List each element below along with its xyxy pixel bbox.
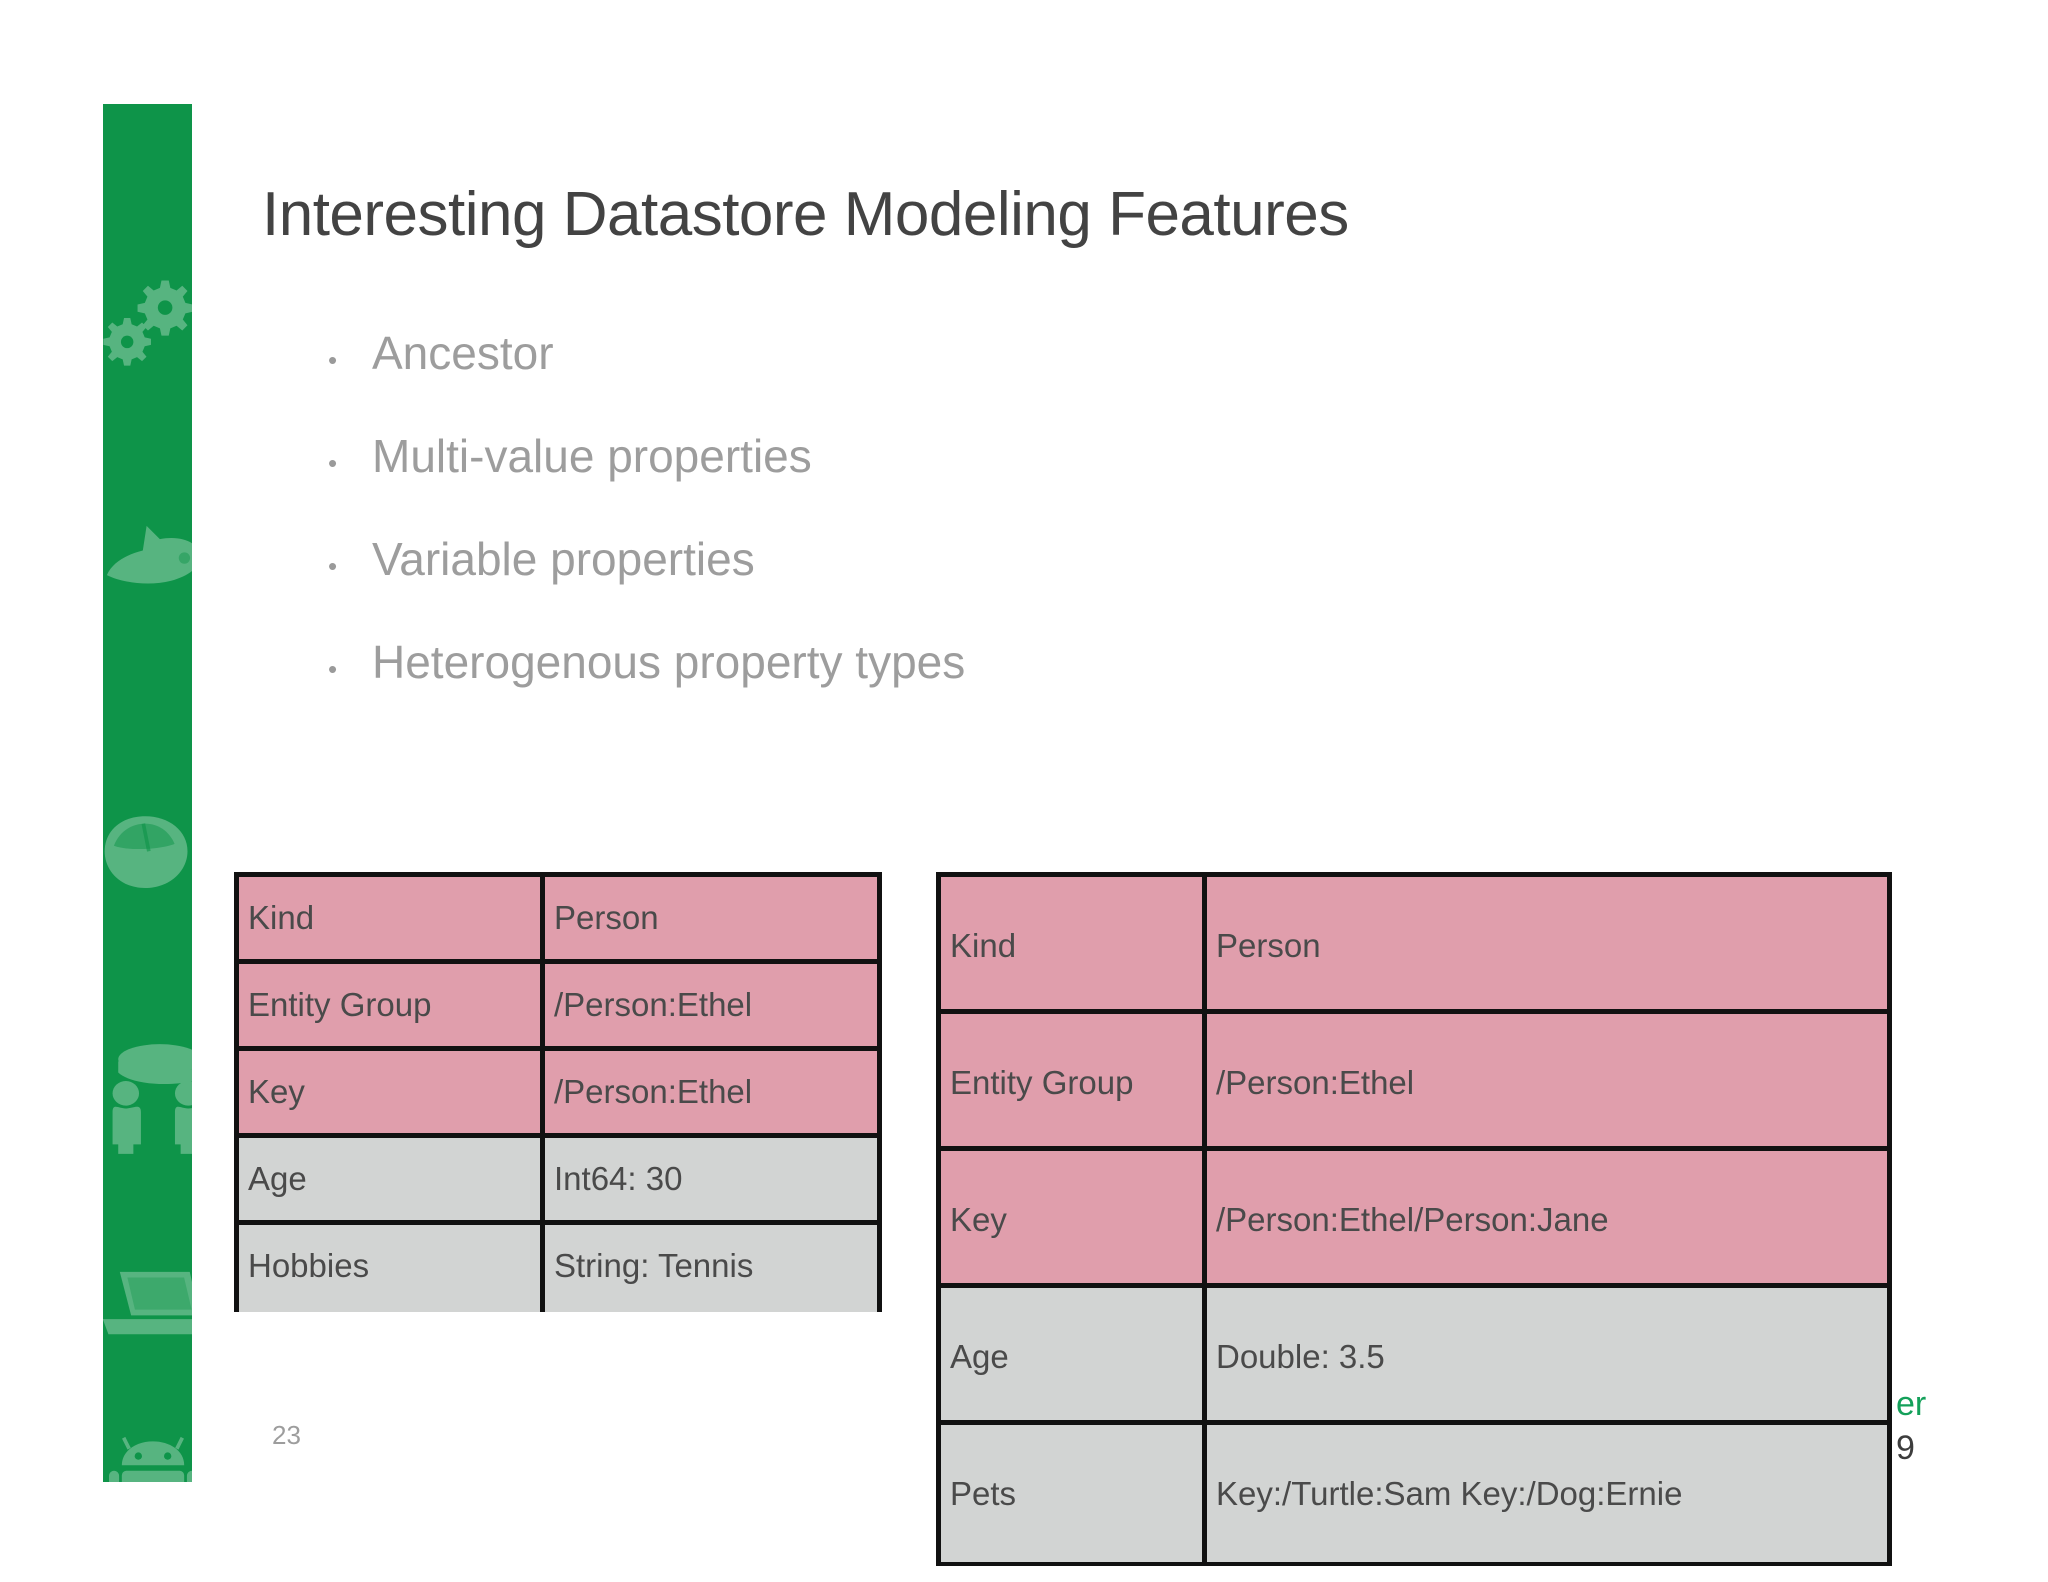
table-cell-key: Age [239, 1138, 545, 1220]
table-cell-value: /Person:Ethel [1207, 1014, 1887, 1146]
bullet-label: Variable properties [372, 533, 755, 585]
table-row: Age Int64: 30 [239, 1138, 877, 1225]
table-cell-value: /Person:Ethel/Person:Jane [1207, 1151, 1887, 1283]
table-row: Key /Person:Ethel [239, 1051, 877, 1138]
bullet-label: Heterogenous property types [372, 636, 966, 688]
table-cell-value: /Person:Ethel [545, 964, 877, 1046]
android-robot-icon [109, 1436, 192, 1482]
entity-table-right: Kind Person Entity Group /Person:Ethel K… [936, 872, 1892, 1566]
table-row: Key /Person:Ethel/Person:Jane [941, 1151, 1887, 1288]
table-cell-value: Int64: 30 [545, 1138, 877, 1220]
mouse-icon [104, 816, 188, 889]
table-cell-key: Key [239, 1051, 545, 1133]
table-cell-key: Entity Group [239, 964, 545, 1046]
people-icon [112, 1044, 192, 1154]
bullet-item-heterogenous-property-types: • Heterogenous property types [300, 639, 1600, 742]
slide-title: Interesting Datastore Modeling Features [262, 180, 1349, 249]
bullet-item-ancestor: • Ancestor [300, 330, 1600, 433]
bullet-label: Ancestor [372, 327, 554, 379]
bullet-item-multi-value-properties: • Multi-value properties [300, 433, 1600, 536]
table-cell-value: /Person:Ethel [545, 1051, 877, 1133]
edge-fragment-dark-text: 9 [1896, 1429, 1915, 1467]
page-number: 23 [272, 1420, 301, 1450]
table-cell-key: Entity Group [941, 1014, 1207, 1146]
table-cell-value: Key:/Turtle:Sam Key:/Dog:Ernie [1207, 1425, 1887, 1562]
table-cell-value: Person [545, 877, 877, 959]
gears-icon [103, 280, 192, 366]
table-row: Kind Person [239, 877, 877, 964]
bullet-list: • Ancestor • Multi-value properties • Va… [300, 330, 1600, 742]
bullet-marker-icon: • [328, 551, 338, 581]
table-cell-key: Hobbies [239, 1225, 545, 1312]
bullet-label: Multi-value properties [372, 430, 812, 482]
table-row: Hobbies String: Tennis [239, 1225, 877, 1312]
decorative-sidebar [103, 104, 192, 1482]
table-cell-key: Kind [941, 877, 1207, 1009]
table-cell-key: Age [941, 1288, 1207, 1420]
table-cell-value: Person [1207, 877, 1887, 1009]
table-row: Kind Person [941, 877, 1887, 1014]
table-row: Pets Key:/Turtle:Sam Key:/Dog:Ernie [941, 1425, 1887, 1562]
table-row: Entity Group /Person:Ethel [941, 1014, 1887, 1151]
table-cell-key: Kind [239, 877, 545, 959]
table-row: Entity Group /Person:Ethel [239, 964, 877, 1051]
table-cell-value: String: Tennis [545, 1225, 877, 1312]
edge-text-fragment: er 9 [1896, 1382, 2046, 1470]
table-cell-key: Key [941, 1151, 1207, 1283]
bullet-item-variable-properties: • Variable properties [300, 536, 1600, 639]
table-cell-value: Double: 3.5 [1207, 1288, 1887, 1420]
edge-fragment-green-text: er [1896, 1385, 1927, 1423]
laptop-icon [103, 1271, 192, 1335]
bullet-marker-icon: • [328, 448, 338, 478]
bullet-marker-icon: • [328, 345, 338, 375]
animal-icon [106, 525, 192, 584]
table-row: Age Double: 3.5 [941, 1288, 1887, 1425]
table-cell-key: Pets [941, 1425, 1207, 1562]
entity-table-left: Kind Person Entity Group /Person:Ethel K… [234, 872, 882, 1312]
bullet-marker-icon: • [328, 654, 338, 684]
